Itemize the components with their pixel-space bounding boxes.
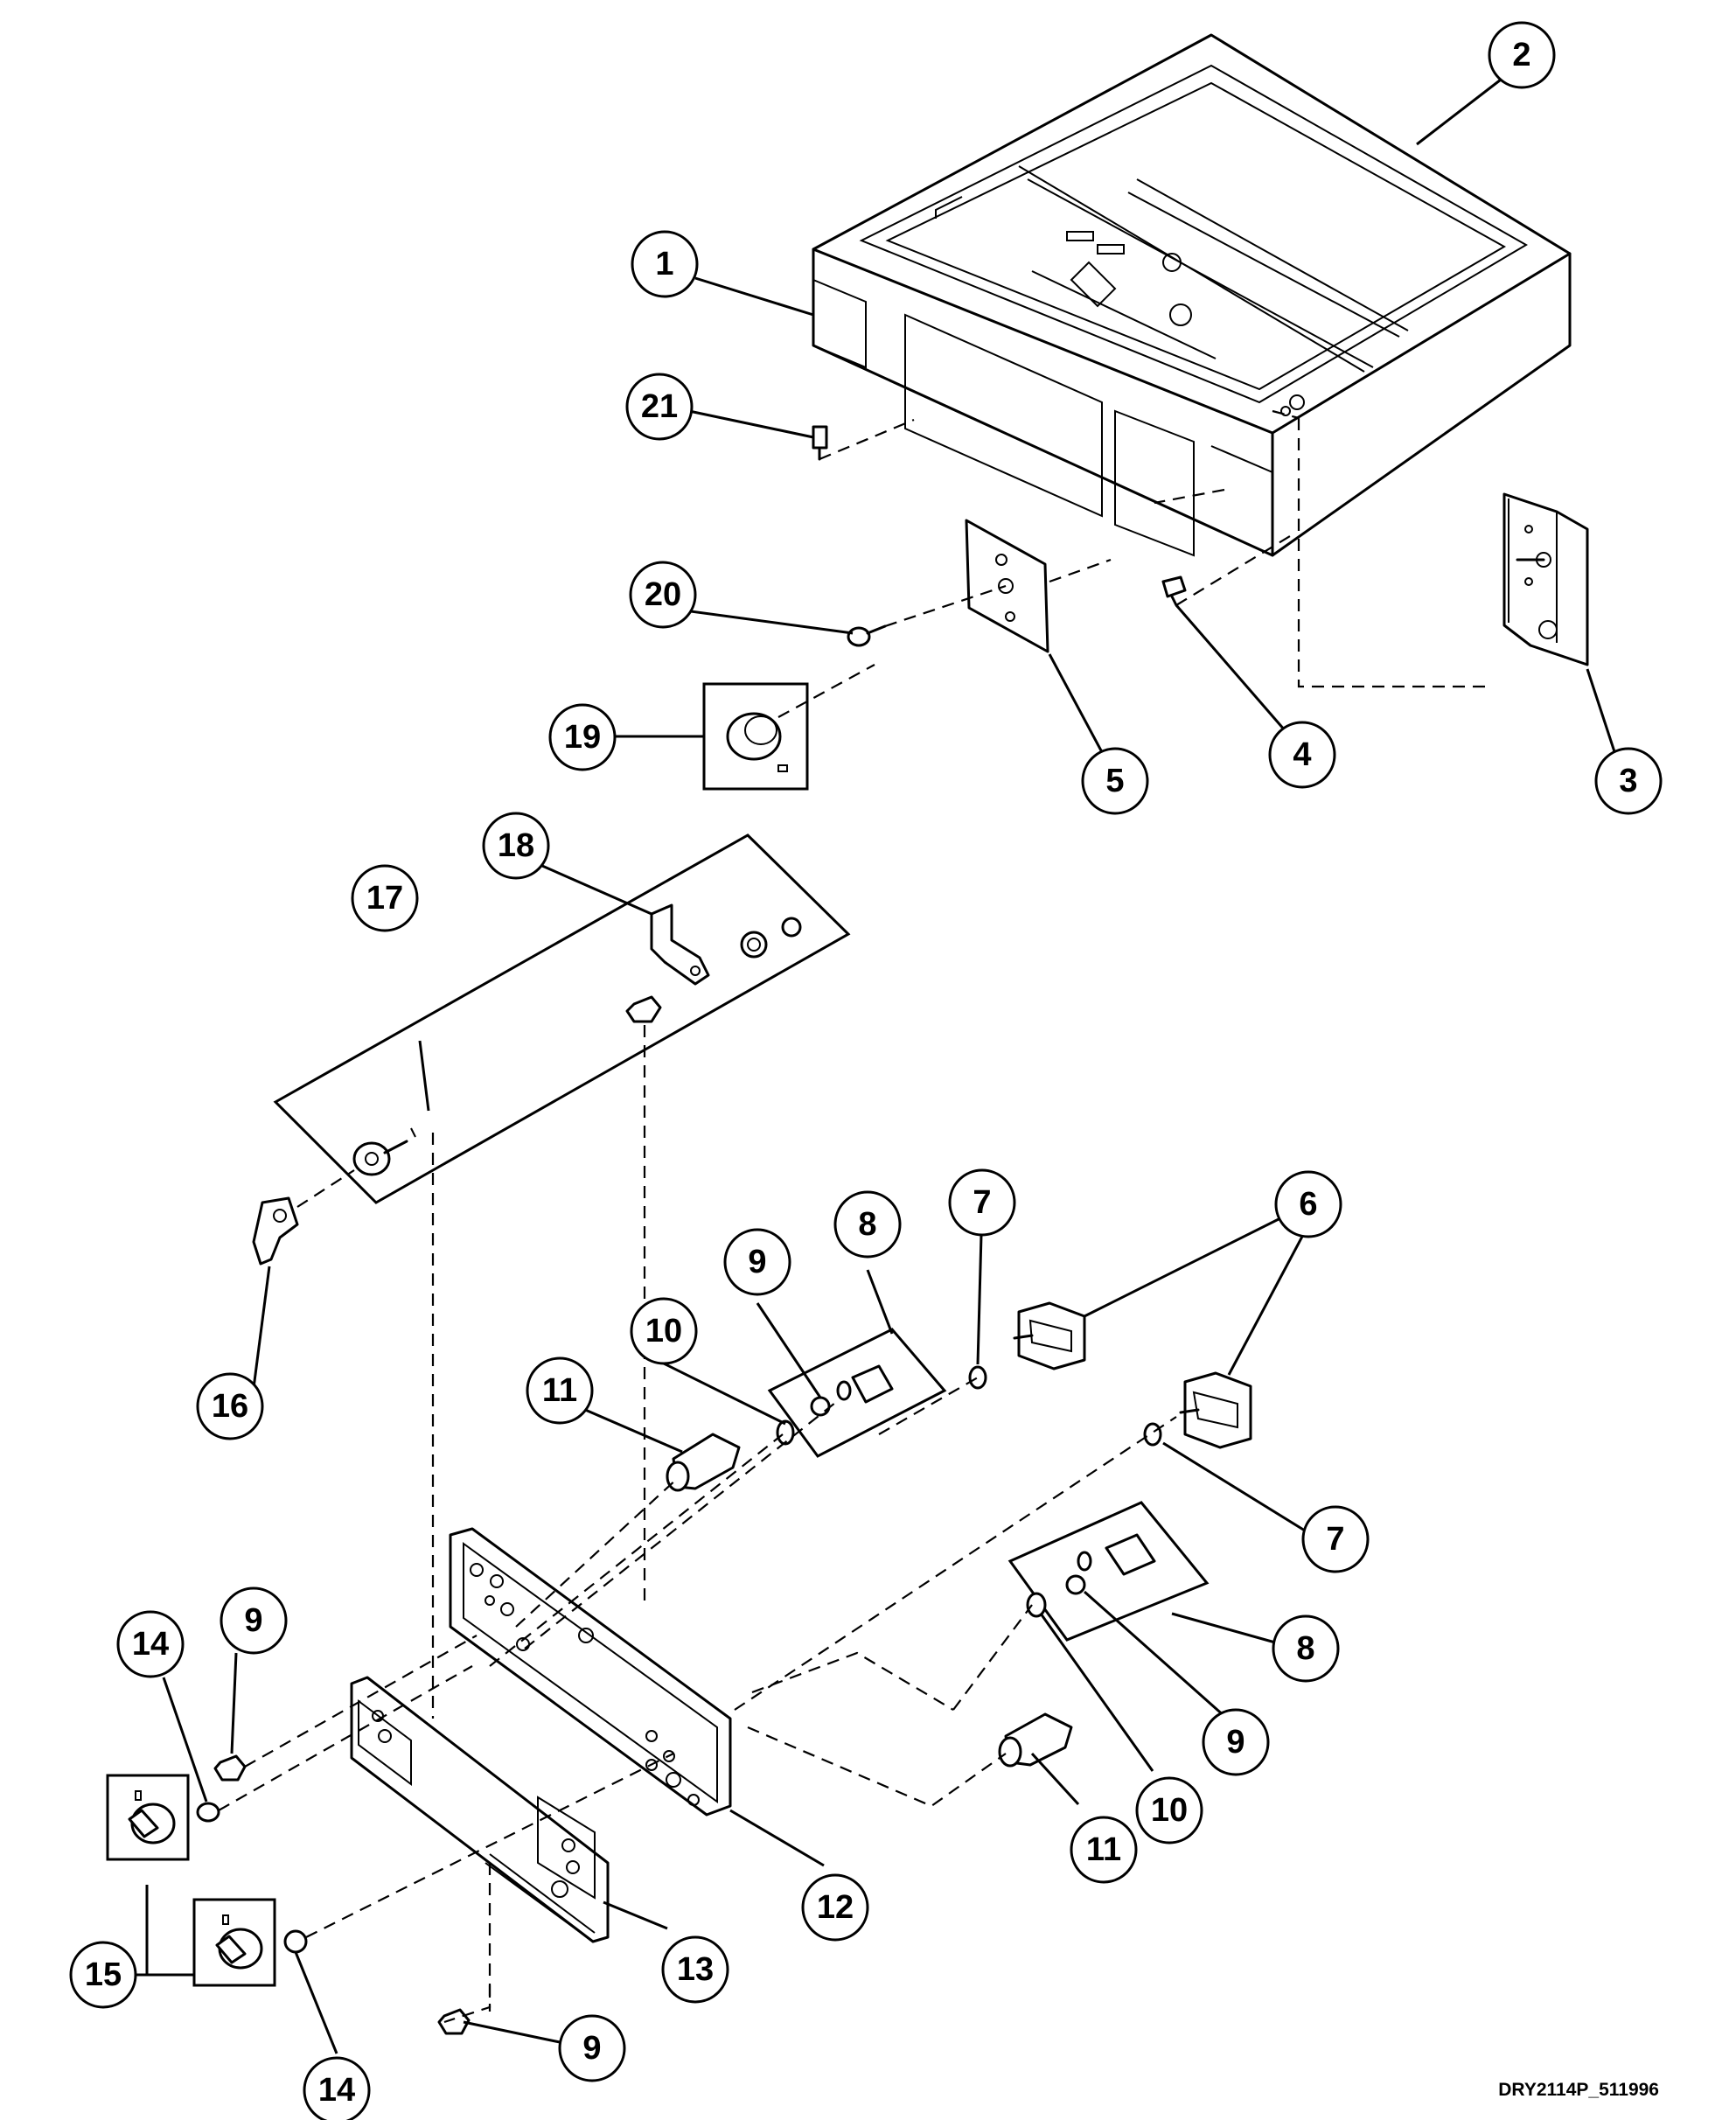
nut-part-17 (625, 995, 662, 1023)
callout-label: 10 (1151, 1792, 1188, 1829)
washer-part-14-lower (283, 1929, 308, 1954)
callout-14-lower: 14 (303, 2056, 371, 2120)
callout-label: 7 (973, 1184, 991, 1221)
knob-part-19 (726, 712, 788, 772)
callout-9-right: 9 (1202, 1708, 1270, 1776)
light-part-11-upper (666, 1433, 741, 1492)
overlay-part-13 (350, 1676, 610, 1943)
panel-part-17 (273, 833, 851, 1204)
washer-part-10-upper (776, 1419, 795, 1446)
washer-part-7-lower (1143, 1422, 1162, 1447)
callout-label: 9 (1226, 1724, 1244, 1761)
callout-11-lower: 11 (1070, 1816, 1138, 1884)
callout-20: 20 (629, 561, 697, 629)
callout-label: 18 (498, 827, 534, 864)
knob-part-15-lower (215, 1914, 263, 1970)
callout-label: 8 (1296, 1630, 1314, 1667)
callout-6-upper: 6 (1274, 1170, 1342, 1238)
callout-4: 4 (1268, 721, 1336, 789)
callout-8-lower: 8 (1272, 1614, 1340, 1683)
nut-part-9-bottom (437, 2008, 471, 2035)
callout-label: 21 (641, 388, 678, 425)
callout-label: 6 (1299, 1186, 1317, 1223)
switch-part-6-lower (1179, 1371, 1252, 1449)
switch-bracket-part-8-upper (767, 1328, 947, 1458)
screw-21 (812, 425, 828, 461)
callout-label: 19 (564, 719, 601, 756)
callout-11-upper: 11 (526, 1356, 594, 1425)
callout-label: 9 (748, 1244, 766, 1280)
callout-label: 8 (858, 1206, 876, 1243)
plate-part-5 (965, 519, 1049, 653)
callout-1: 1 (631, 230, 699, 298)
callout-label: 9 (582, 2030, 601, 2067)
knob-part-15-upper (128, 1790, 176, 1845)
callout-10-lower: 10 (1135, 1776, 1203, 1845)
callout-19: 19 (548, 703, 617, 771)
nut-part-9-left (213, 1754, 247, 1782)
callout-label: 11 (1086, 1831, 1121, 1868)
light-part-11-lower (998, 1712, 1073, 1768)
drawing-id: DRY2114P_511996 (1498, 2080, 1659, 2100)
knob-frame-19 (702, 682, 809, 791)
callout-label: 17 (366, 880, 403, 917)
callout-9-upper: 9 (723, 1228, 791, 1296)
callout-label: 1 (655, 246, 673, 282)
screw-20 (847, 624, 887, 647)
callout-label: 5 (1105, 763, 1124, 799)
switch-part-6-upper (1013, 1301, 1086, 1370)
callout-label: 4 (1293, 736, 1311, 773)
callout-8-upper: 8 (833, 1190, 902, 1259)
lock-part-17 (352, 1140, 408, 1176)
callout-14-upper: 14 (116, 1610, 185, 1678)
screw-4 (1161, 575, 1187, 607)
callout-label: 10 (645, 1313, 682, 1349)
callout-label: 9 (244, 1602, 262, 1639)
base-cabinet (812, 33, 1572, 557)
callout-label: 13 (677, 1951, 714, 1988)
callout-label: 14 (132, 1626, 169, 1663)
callout-10-upper: 10 (630, 1297, 698, 1365)
callout-label: 2 (1512, 37, 1530, 73)
callout-label: 3 (1619, 763, 1637, 799)
callout-2: 2 (1488, 21, 1556, 89)
callout-label: 12 (817, 1889, 854, 1926)
callout-9-left: 9 (220, 1587, 288, 1655)
callout-5: 5 (1081, 747, 1149, 815)
callout-18: 18 (482, 812, 550, 880)
callout-label: 11 (542, 1372, 577, 1409)
callout-17: 17 (351, 864, 419, 932)
washer-part-7-upper (968, 1365, 987, 1390)
callout-16: 16 (196, 1372, 264, 1440)
callout-label: 14 (318, 2072, 355, 2109)
key-part-16 (252, 1196, 299, 1266)
callout-21: 21 (625, 373, 694, 441)
callout-7-upper: 7 (948, 1168, 1016, 1237)
callout-label: 7 (1326, 1521, 1344, 1558)
washer-part-14-upper (196, 1802, 220, 1823)
callout-label: 16 (212, 1388, 248, 1425)
washer-part-10-lower (1026, 1592, 1047, 1618)
callout-9-bottom: 9 (558, 2014, 626, 2082)
callout-7-lower: 7 (1301, 1505, 1370, 1573)
timer-module-part-3 (1502, 492, 1589, 666)
console-panel-part-12 (449, 1527, 732, 1817)
callout-label: 20 (645, 576, 681, 613)
callout-15: 15 (69, 1941, 137, 2009)
switch-bracket-part-8-lower (1007, 1501, 1210, 1642)
callout-12: 12 (801, 1873, 869, 1942)
callout-label: 15 (85, 1956, 122, 1993)
bracket-part-18 (650, 903, 802, 986)
callout-3: 3 (1594, 747, 1663, 815)
callout-13: 13 (661, 1935, 729, 2004)
